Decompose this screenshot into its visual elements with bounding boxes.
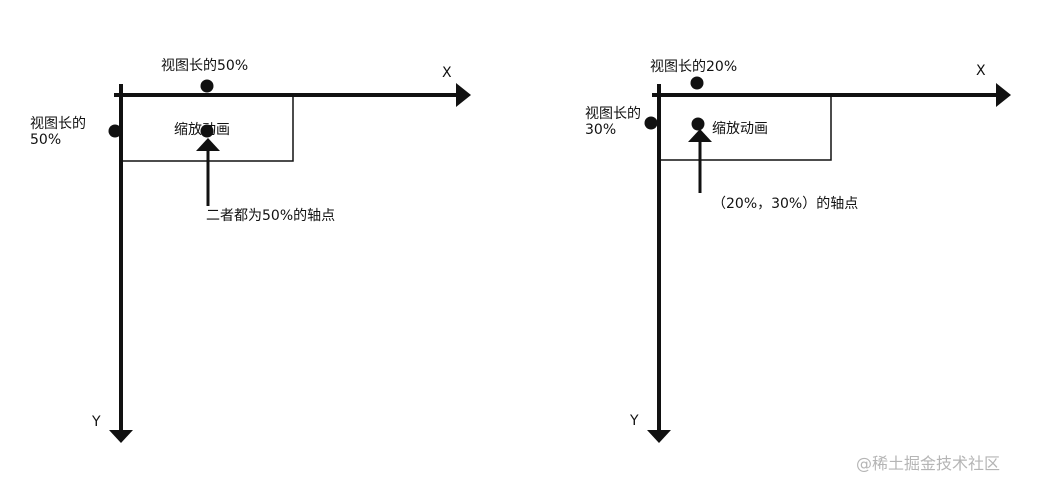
right-x-axis-label: X	[976, 63, 986, 79]
right-pivot-label: （20%，30%）的轴点	[712, 196, 859, 212]
right-y-axis-arrowhead	[647, 430, 671, 443]
left-pivot-dot	[200, 124, 214, 138]
left-y-axis-label: Y	[92, 414, 101, 430]
right-side-dot	[644, 116, 658, 130]
left-top-dot	[200, 79, 214, 93]
left-x-axis-label: X	[442, 65, 452, 81]
right-top-dot	[690, 76, 704, 90]
right-y-axis-label: Y	[630, 413, 639, 429]
left-side-dot-label: 视图长的50%	[30, 116, 86, 148]
right-pivot-arrowhead	[688, 129, 712, 142]
right-side-dot-label: 视图长的30%	[585, 106, 641, 138]
left-side-dot	[108, 124, 122, 138]
watermark: @稀土掘金技术社区	[856, 454, 1001, 473]
left-x-axis-arrowhead	[456, 83, 471, 107]
right-panel	[644, 76, 1011, 443]
right-top-dot-label: 视图长的20%	[650, 59, 738, 75]
left-pivot-label: 二者都为50%的轴点	[206, 208, 336, 224]
right-box-label: 缩放动画	[712, 121, 768, 137]
left-top-dot-label: 视图长的50%	[161, 58, 249, 74]
right-view-box	[658, 94, 832, 161]
left-y-axis-arrowhead	[109, 430, 133, 443]
left-pivot-arrowhead	[196, 138, 220, 151]
right-pivot-dot	[691, 117, 705, 131]
left-panel	[108, 79, 471, 443]
left-box-label: 缩放动画	[174, 122, 230, 138]
right-x-axis-arrowhead	[996, 83, 1011, 107]
